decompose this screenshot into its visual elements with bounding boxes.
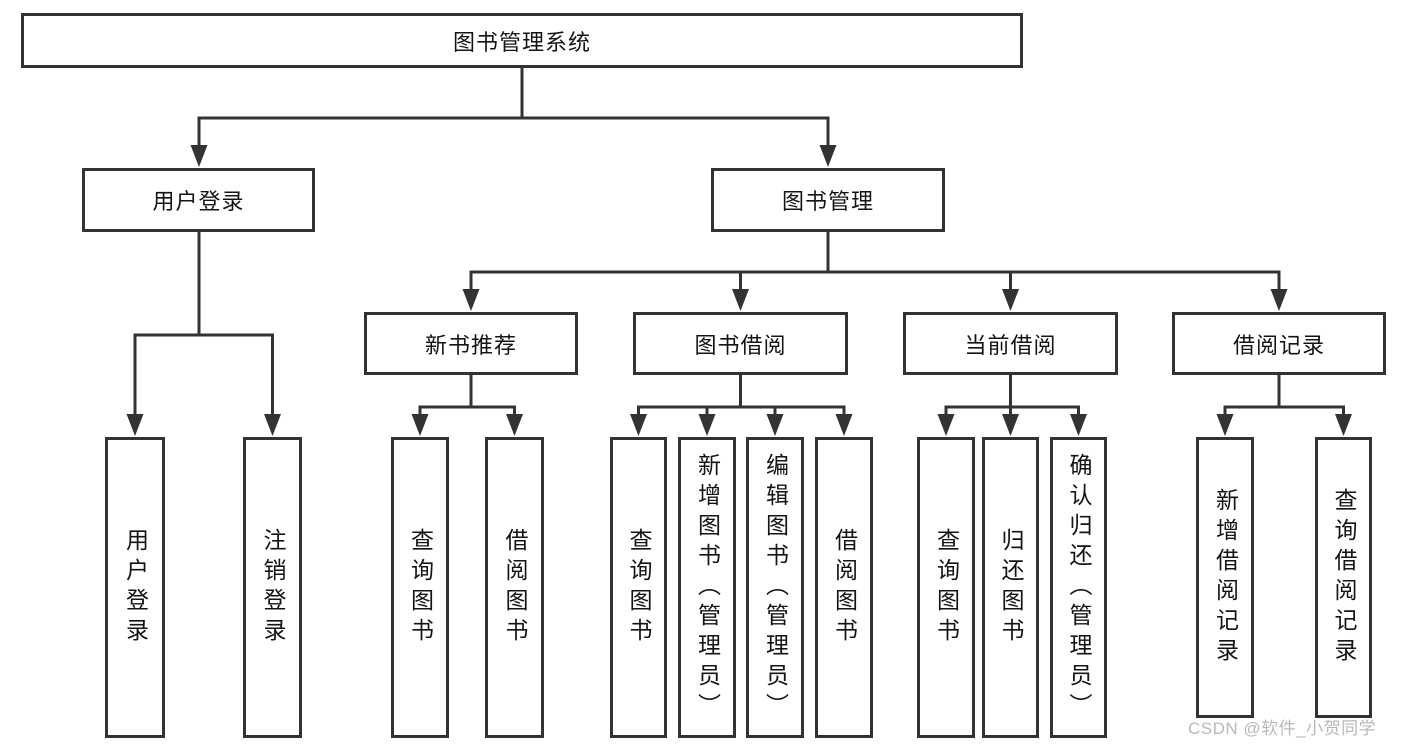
leaf-add-book-admin: 新增图书（管理员） bbox=[678, 437, 736, 738]
leaf-borrow-books-borrow: 借阅图书 bbox=[815, 437, 873, 738]
leaf-user-login: 用户登录 bbox=[105, 437, 165, 738]
leaf-edit-book-admin: 编辑图书（管理员） bbox=[746, 437, 804, 738]
node-borrow-records: 借阅记录 bbox=[1172, 312, 1386, 375]
watermark-text: CSDN @软件_小贺同学 bbox=[1188, 719, 1377, 738]
leaf-return-books: 归还图书 bbox=[982, 437, 1039, 738]
leaf-borrow-books-recommend: 借阅图书 bbox=[485, 437, 544, 738]
node-root: 图书管理系统 bbox=[21, 13, 1023, 68]
leaf-logout: 注销登录 bbox=[243, 437, 302, 738]
leaf-query-borrow-record: 查询借阅记录 bbox=[1315, 437, 1372, 718]
node-new-book-recommend: 新书推荐 bbox=[364, 312, 578, 375]
leaf-query-books-current: 查询图书 bbox=[917, 437, 975, 738]
node-current-borrow: 当前借阅 bbox=[903, 312, 1118, 375]
leaf-query-books-borrow: 查询图书 bbox=[610, 437, 667, 738]
leaf-query-books-recommend: 查询图书 bbox=[391, 437, 449, 738]
node-book-borrow: 图书借阅 bbox=[633, 312, 848, 375]
node-user-login: 用户登录 bbox=[82, 168, 315, 232]
node-book-management: 图书管理 bbox=[711, 168, 945, 232]
leaf-confirm-return-admin: 确认归还（管理员） bbox=[1050, 437, 1107, 738]
leaf-add-borrow-record: 新增借阅记录 bbox=[1196, 437, 1254, 718]
